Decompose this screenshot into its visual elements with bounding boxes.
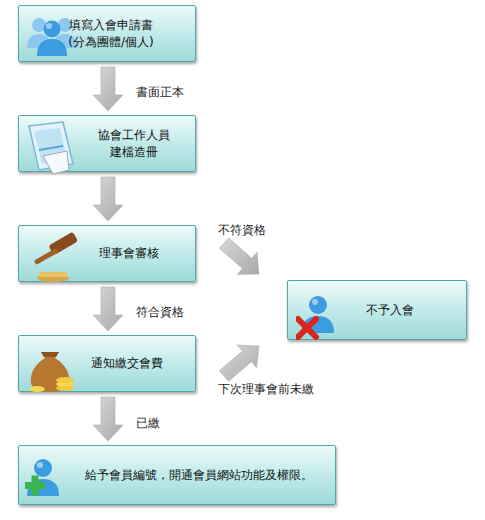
block-arrow — [219, 345, 259, 381]
box-text: 通知繳交會費 — [91, 355, 163, 372]
box-icon — [296, 289, 352, 345]
box-text: 協會工作人員 建檔造冊 — [96, 127, 173, 161]
process-box: 通知繳交會費 — [18, 335, 196, 392]
box-text: 不予入會 — [366, 302, 414, 319]
process-box: 不予入會 — [287, 280, 467, 340]
block-arrow — [93, 287, 123, 331]
block-arrow — [93, 177, 123, 221]
process-box: 給予會員編號，開通會員網站功能及權限。 — [18, 445, 336, 505]
edge-label: 符合資格 — [134, 305, 186, 320]
box-text: 理事會審核 — [99, 245, 159, 262]
box-icon — [29, 230, 85, 286]
box-icon — [23, 120, 79, 176]
block-arrow — [93, 67, 123, 111]
edge-label: 不符資格 — [216, 223, 268, 238]
edge-label: 已繳 — [134, 416, 162, 431]
box-text: 給予會員編號，開通會員網站功能及權限。 — [85, 467, 313, 484]
box-text: 填寫入會申請書 (分為團體/個人) — [67, 17, 156, 51]
box-icon — [21, 452, 77, 508]
process-box: 理事會審核 — [18, 225, 196, 282]
block-arrow — [93, 397, 123, 441]
edge-label: 下次理事會前未繳 — [216, 382, 316, 397]
box-icon — [25, 338, 81, 394]
process-box: 填寫入會申請書 (分為團體/個人) — [18, 5, 196, 62]
block-arrow — [219, 238, 259, 275]
edge-label: 書面正本 — [134, 85, 186, 100]
process-box: 協會工作人員 建檔造冊 — [18, 115, 196, 172]
